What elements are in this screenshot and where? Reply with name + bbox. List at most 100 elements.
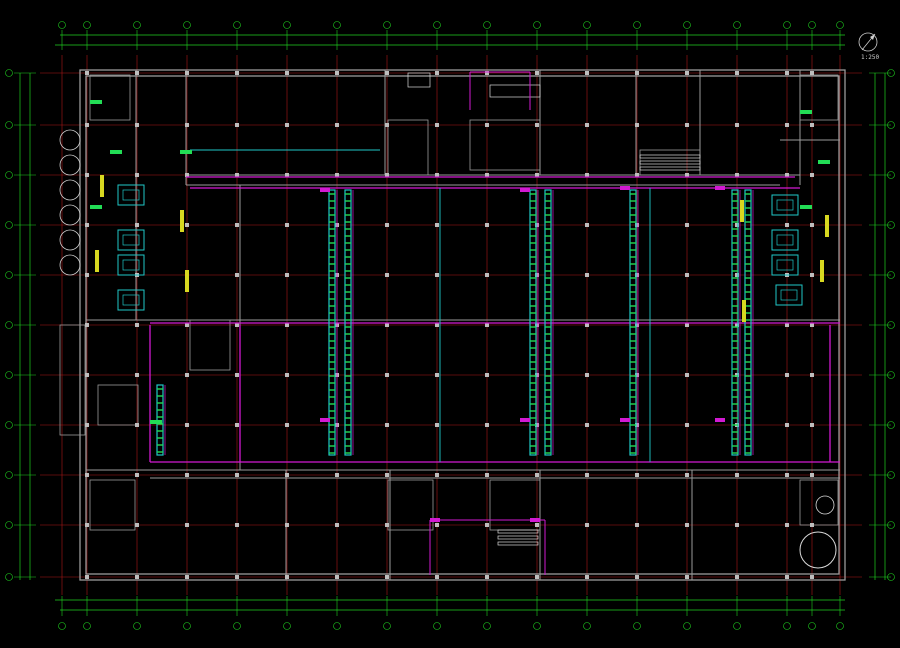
room-outline — [387, 479, 434, 531]
equipment-block-inner — [780, 289, 798, 301]
axis-bubble — [5, 221, 13, 229]
column — [735, 473, 739, 477]
column — [585, 575, 589, 579]
column — [285, 71, 289, 75]
axis-bubble — [808, 21, 816, 29]
column — [785, 71, 789, 75]
column — [585, 223, 589, 227]
column — [685, 223, 689, 227]
column — [585, 373, 589, 377]
column — [385, 423, 389, 427]
column — [85, 273, 89, 277]
valve-tag — [530, 518, 540, 522]
column — [85, 71, 89, 75]
column — [85, 373, 89, 377]
equipment-block-inner — [122, 234, 140, 246]
column — [785, 523, 789, 527]
process-lines — [149, 71, 840, 575]
column — [810, 575, 814, 579]
column — [435, 373, 439, 377]
column — [485, 373, 489, 377]
rooms — [59, 72, 839, 569]
column — [335, 71, 339, 75]
column — [235, 173, 239, 177]
column — [535, 473, 539, 477]
column — [435, 223, 439, 227]
axis-bubble — [887, 471, 895, 479]
column — [735, 373, 739, 377]
axis-bubble — [5, 271, 13, 279]
column — [85, 123, 89, 127]
column — [385, 323, 389, 327]
axis-bubble — [5, 69, 13, 77]
valve-tag — [520, 188, 530, 192]
column — [485, 123, 489, 127]
axis-bubble — [887, 321, 895, 329]
valve-tag — [430, 518, 440, 522]
column — [235, 473, 239, 477]
column — [185, 71, 189, 75]
axis-bubble — [283, 622, 291, 630]
column — [585, 323, 589, 327]
column — [385, 273, 389, 277]
stair-tread — [639, 166, 701, 171]
column — [585, 473, 589, 477]
axis-bubble — [5, 421, 13, 429]
column — [385, 71, 389, 75]
column — [535, 123, 539, 127]
valve-tag — [715, 418, 725, 422]
tank-outline — [799, 531, 837, 569]
equipment-marker — [100, 175, 104, 197]
room-outline — [89, 74, 131, 121]
axis-bubble — [83, 622, 91, 630]
column — [535, 71, 539, 75]
column — [685, 423, 689, 427]
valve-tag — [520, 418, 530, 422]
column — [435, 575, 439, 579]
column — [635, 423, 639, 427]
column — [235, 423, 239, 427]
axis-bubble — [5, 471, 13, 479]
column — [635, 273, 639, 277]
equipment-block — [117, 254, 145, 276]
column — [135, 173, 139, 177]
column — [685, 173, 689, 177]
axis-bubble — [583, 622, 591, 630]
axis-bubble — [5, 171, 13, 179]
axis-bubble — [433, 21, 441, 29]
axis-bubble — [5, 321, 13, 329]
equipment-block — [771, 254, 799, 276]
column — [785, 173, 789, 177]
axis-bubble — [836, 21, 844, 29]
column — [785, 423, 789, 427]
column — [585, 523, 589, 527]
room-outline — [59, 324, 86, 436]
column — [185, 373, 189, 377]
column — [435, 473, 439, 477]
column — [485, 173, 489, 177]
column — [635, 173, 639, 177]
production-line — [544, 189, 552, 456]
axis-bubble — [887, 221, 895, 229]
column — [685, 473, 689, 477]
column — [85, 575, 89, 579]
equipment-marker — [740, 200, 744, 222]
axis-bubble — [887, 371, 895, 379]
column — [435, 173, 439, 177]
production-line — [529, 189, 537, 456]
axis-bubble — [887, 421, 895, 429]
column — [810, 173, 814, 177]
axis-bubble — [887, 271, 895, 279]
column — [485, 323, 489, 327]
production-line — [731, 189, 739, 456]
stair-tread — [497, 541, 539, 546]
column — [635, 123, 639, 127]
column — [535, 173, 539, 177]
silo-outline — [59, 129, 81, 151]
column — [785, 123, 789, 127]
column — [135, 71, 139, 75]
column — [335, 523, 339, 527]
column — [485, 473, 489, 477]
axis-bubble — [783, 622, 791, 630]
column — [535, 523, 539, 527]
